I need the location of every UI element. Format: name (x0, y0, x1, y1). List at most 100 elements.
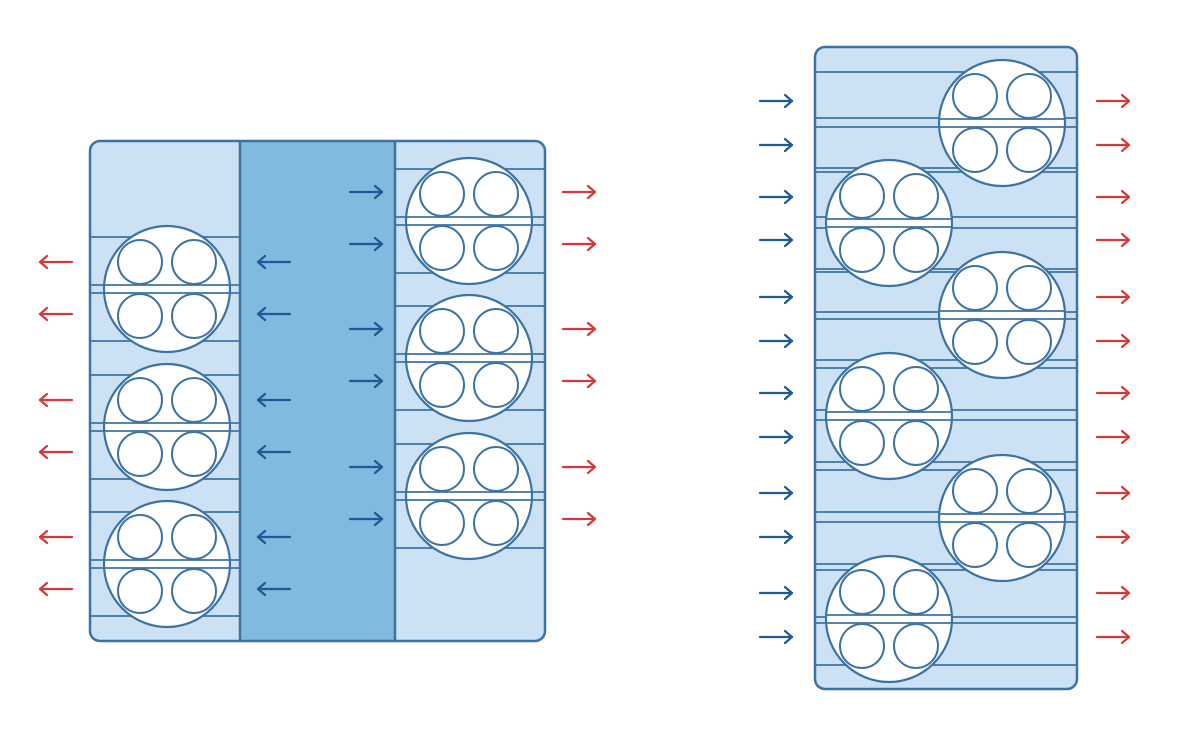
engine-b-5 (937, 453, 1067, 583)
cylinder-icon (419, 308, 465, 354)
cylinder-icon (893, 173, 939, 219)
cylinder-icon (1006, 468, 1052, 514)
engine-right-3 (404, 431, 534, 561)
arrow-left-icon (256, 444, 292, 460)
cylinder-icon (171, 514, 217, 560)
engine-circle-icon (937, 250, 1067, 380)
engine-circle-icon (824, 554, 954, 684)
arrow-right-icon (758, 429, 794, 445)
cylinder-icon (893, 420, 939, 466)
layout-a-arrows (38, 184, 597, 597)
cylinder-icon (171, 377, 217, 423)
arrow-right-icon (1095, 333, 1131, 349)
arrow-right-icon (561, 373, 597, 389)
engine-circle-icon (102, 362, 232, 492)
arrow-right-icon (561, 459, 597, 475)
cylinder-icon (117, 377, 163, 423)
arrow-left-icon (38, 581, 74, 597)
arrow-right-icon (348, 511, 384, 527)
arrow-left-icon (38, 306, 74, 322)
engine-circle-icon (102, 499, 232, 629)
arrow-left-icon (256, 529, 292, 545)
cylinder-icon (952, 127, 998, 173)
cylinder-icon (419, 225, 465, 271)
layout-a-engines (102, 156, 534, 629)
arrow-left-icon (256, 306, 292, 322)
engine-b-6 (824, 554, 954, 684)
arrow-right-icon (758, 232, 794, 248)
arrow-right-icon (758, 585, 794, 601)
cylinder-icon (473, 225, 519, 271)
engine-left-3 (102, 499, 232, 629)
cylinder-icon (117, 568, 163, 614)
arrow-right-icon (561, 511, 597, 527)
arrow-right-icon (1095, 189, 1131, 205)
arrow-left-icon (256, 392, 292, 408)
engine-b-4 (824, 351, 954, 481)
arrow-right-icon (758, 529, 794, 545)
cylinder-icon (839, 569, 885, 615)
engine-circle-icon (404, 431, 534, 561)
engine-circle-icon (824, 158, 954, 288)
arrow-right-icon (1095, 232, 1131, 248)
layout-b-arrows (758, 93, 1131, 645)
cylinder-icon (952, 73, 998, 119)
engine-circle-icon (824, 351, 954, 481)
cylinder-icon (419, 446, 465, 492)
cylinder-icon (473, 171, 519, 217)
arrow-right-icon (1095, 429, 1131, 445)
arrow-right-icon (758, 189, 794, 205)
arrow-right-icon (1095, 93, 1131, 109)
engine-circle-icon (937, 453, 1067, 583)
cylinder-icon (171, 431, 217, 477)
layout-b-staggered (758, 45, 1131, 691)
cylinder-icon (893, 623, 939, 669)
arrow-right-icon (758, 289, 794, 305)
arrow-right-icon (348, 321, 384, 337)
layout-a-center-channel (240, 141, 395, 641)
layout-b-border (813, 45, 1079, 691)
arrow-right-icon (1095, 485, 1131, 501)
arrow-right-icon (1095, 529, 1131, 545)
arrow-right-icon (348, 184, 384, 200)
arrow-right-icon (561, 321, 597, 337)
engine-circle-icon (404, 293, 534, 423)
engine-left-1 (102, 224, 232, 354)
arrow-right-icon (1095, 629, 1131, 645)
engine-b-1 (937, 58, 1067, 188)
arrow-left-icon (38, 392, 74, 408)
engine-b-2 (824, 158, 954, 288)
arrow-right-icon (348, 459, 384, 475)
arrow-left-icon (38, 529, 74, 545)
cylinder-icon (893, 227, 939, 273)
cylinder-icon (1006, 522, 1052, 568)
layout-a-three-column (38, 139, 597, 643)
arrow-left-icon (38, 444, 74, 460)
cylinder-icon (473, 500, 519, 546)
cylinder-icon (839, 366, 885, 412)
cylinder-icon (952, 319, 998, 365)
arrow-right-icon (758, 485, 794, 501)
arrow-right-icon (561, 184, 597, 200)
arrow-right-icon (1095, 585, 1131, 601)
cylinder-icon (893, 366, 939, 412)
arrow-right-icon (348, 236, 384, 252)
cylinder-icon (419, 171, 465, 217)
cylinder-icon (839, 623, 885, 669)
cylinder-icon (419, 362, 465, 408)
arrow-right-icon (758, 137, 794, 153)
engine-circle-icon (102, 224, 232, 354)
cylinder-icon (1006, 127, 1052, 173)
engine-right-2 (404, 293, 534, 423)
cylinder-icon (952, 522, 998, 568)
cylinder-icon (473, 362, 519, 408)
arrow-right-icon (1095, 137, 1131, 153)
cylinder-icon (171, 239, 217, 285)
arrow-right-icon (758, 93, 794, 109)
cylinder-icon (1006, 319, 1052, 365)
cylinder-icon (117, 239, 163, 285)
cylinder-icon (839, 420, 885, 466)
arrow-left-icon (38, 254, 74, 270)
